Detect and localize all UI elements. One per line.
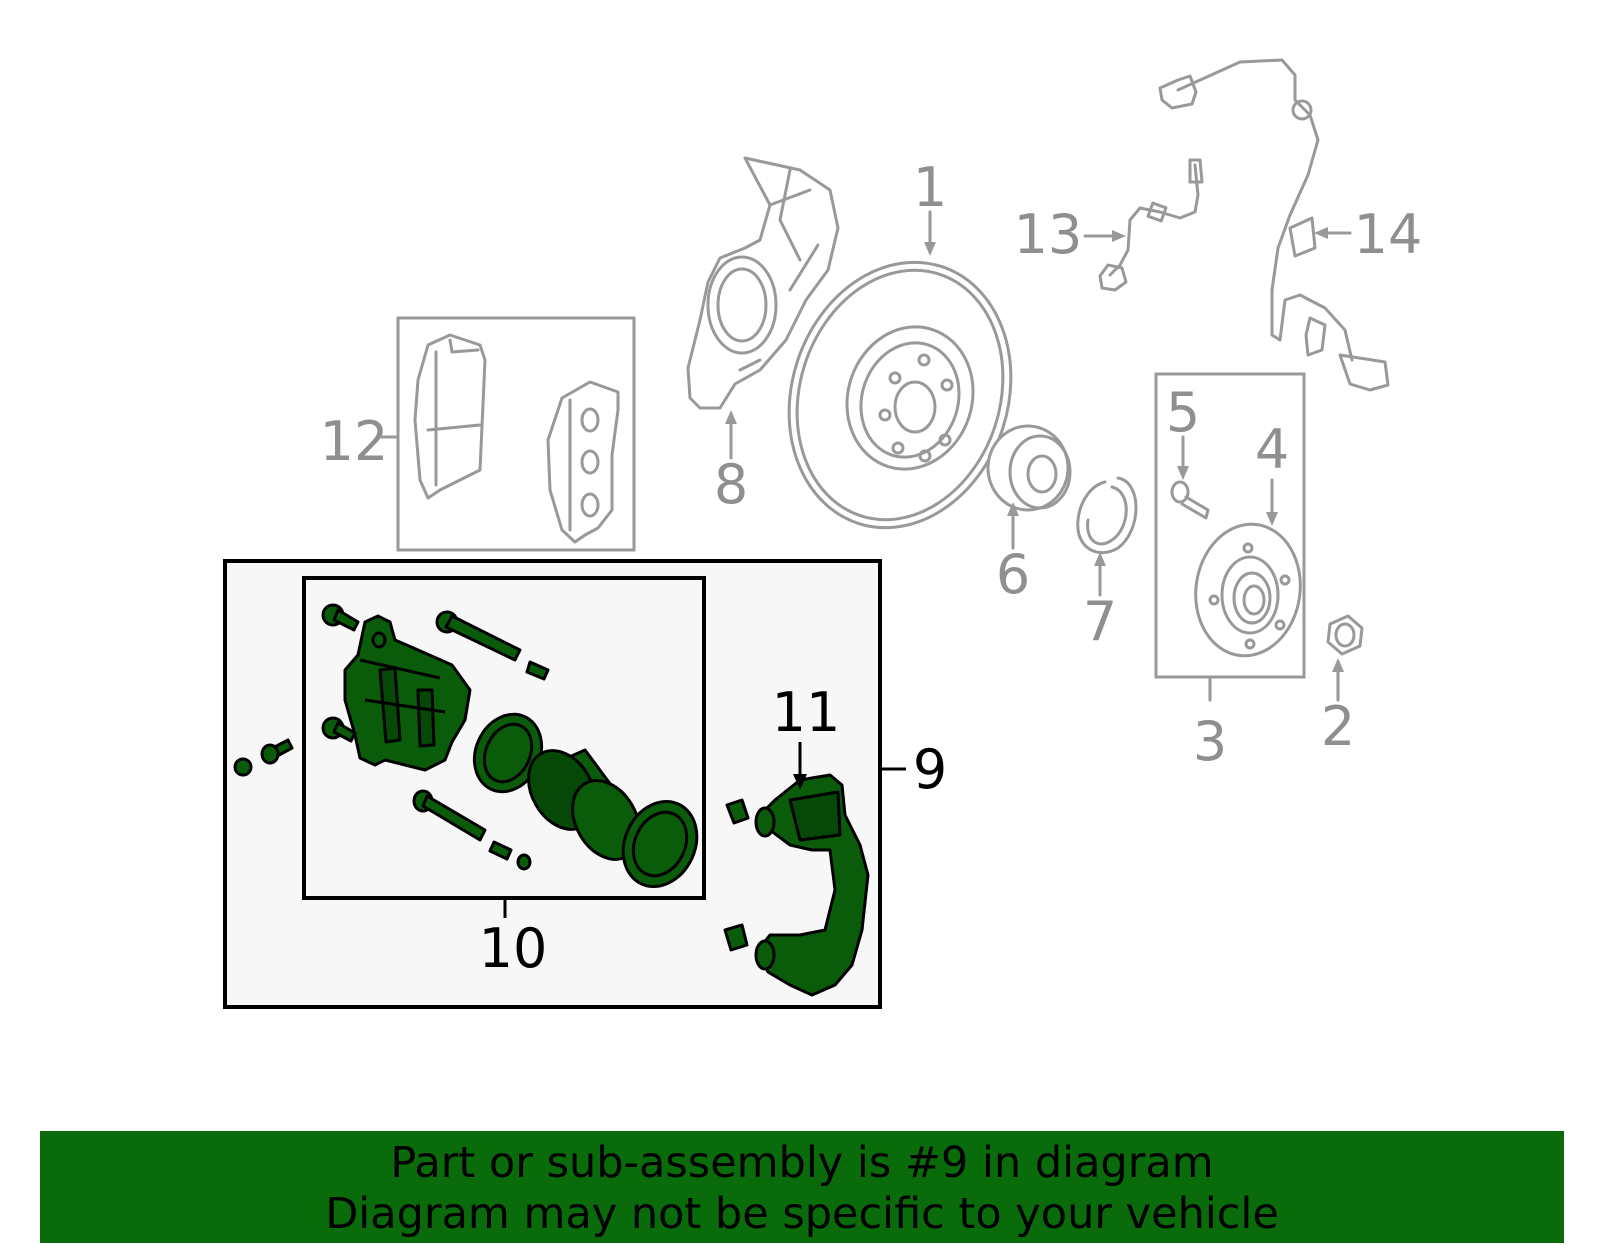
brake-pads-box bbox=[396, 316, 636, 552]
callout-4: 4 bbox=[1255, 418, 1289, 481]
piston-seal bbox=[472, 712, 544, 794]
caliper-bracket-part-11 bbox=[723, 773, 870, 997]
guide-pin-lower bbox=[412, 789, 532, 871]
snap-ring-part-7 bbox=[1076, 476, 1138, 555]
piston-dust-boot bbox=[621, 799, 699, 889]
callout-9: 9 bbox=[913, 738, 947, 801]
callout-7: 7 bbox=[1083, 590, 1117, 653]
brake-pad-outer bbox=[546, 380, 620, 544]
dust-shield-part-8 bbox=[686, 156, 840, 410]
caliper-bolt-upper bbox=[321, 603, 360, 632]
hub-assembly-box bbox=[1154, 372, 1306, 679]
callout-3: 3 bbox=[1193, 710, 1227, 773]
brake-pad-inner bbox=[413, 333, 487, 500]
brake-hose-part-13 bbox=[1098, 158, 1204, 292]
wheel-hub-part-4 bbox=[1194, 522, 1302, 658]
callout-5: 5 bbox=[1166, 381, 1200, 444]
banner-line-1: Part or sub-assembly is #9 in diagram bbox=[390, 1138, 1214, 1188]
callout-6: 6 bbox=[996, 543, 1030, 606]
callout-11: 11 bbox=[772, 681, 841, 744]
abs-sensor-wire-part-14 bbox=[1158, 58, 1390, 392]
bleeder-screw bbox=[233, 738, 294, 777]
brake-rotor-part-1 bbox=[787, 260, 1013, 530]
callout-10: 10 bbox=[479, 917, 548, 980]
callout-1: 1 bbox=[913, 156, 947, 219]
wheel-bearing-part-6 bbox=[986, 424, 1072, 512]
guide-pin-upper bbox=[435, 610, 550, 681]
caliper-piston bbox=[527, 748, 641, 861]
callout-2: 2 bbox=[1321, 695, 1355, 758]
wheel-stud-part-5 bbox=[1170, 480, 1210, 520]
callout-8: 8 bbox=[714, 453, 748, 516]
info-banner: Part or sub-assembly is #9 in diagram Di… bbox=[40, 1131, 1564, 1243]
callout-13: 13 bbox=[1014, 203, 1083, 266]
caliper-body bbox=[343, 614, 472, 772]
callout-14: 14 bbox=[1354, 203, 1423, 266]
caliper-bolt-lower bbox=[321, 716, 357, 743]
hub-nut-part-2 bbox=[1326, 614, 1364, 656]
callout-12: 12 bbox=[320, 410, 389, 473]
banner-line-2: Diagram may not be specific to your vehi… bbox=[325, 1189, 1279, 1239]
